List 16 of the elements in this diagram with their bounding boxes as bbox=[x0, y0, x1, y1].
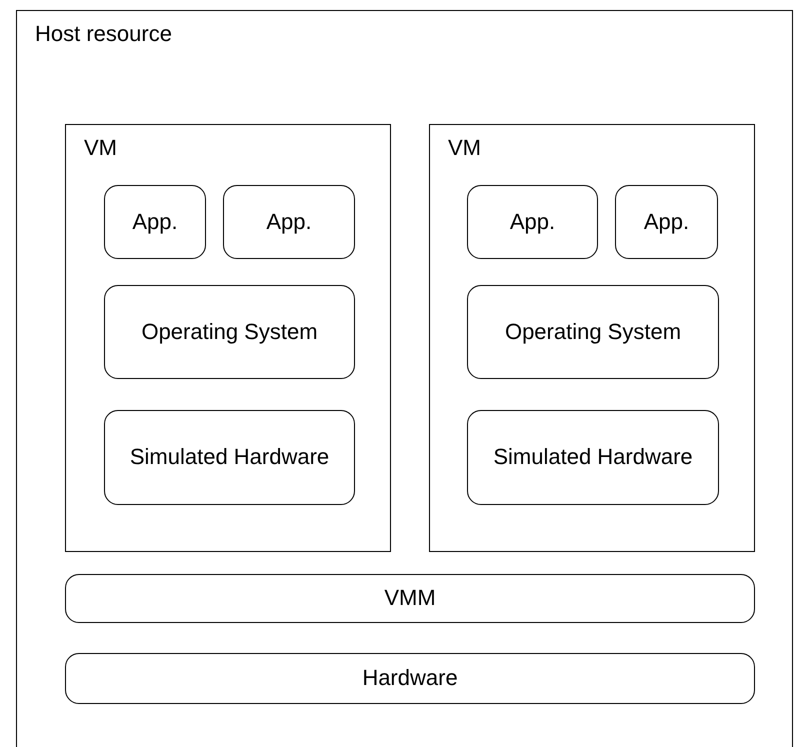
layer-box: App. bbox=[223, 185, 355, 259]
layer-box: Operating System bbox=[467, 285, 719, 379]
layer-box: App. bbox=[615, 185, 718, 259]
container-box bbox=[429, 124, 755, 552]
container-title: VM bbox=[84, 135, 117, 161]
layer-box: App. bbox=[104, 185, 206, 259]
container-title: VM bbox=[448, 135, 481, 161]
container-box bbox=[16, 10, 793, 747]
layer-box: Hardware bbox=[65, 653, 755, 704]
layer-box: Operating System bbox=[104, 285, 355, 379]
layer-box: Simulated Hardware bbox=[467, 410, 719, 505]
container-title: Host resource bbox=[35, 21, 172, 47]
layer-box: App. bbox=[467, 185, 598, 259]
layer-box: VMM bbox=[65, 574, 755, 623]
layer-box: Simulated Hardware bbox=[104, 410, 355, 505]
container-box bbox=[65, 124, 391, 552]
